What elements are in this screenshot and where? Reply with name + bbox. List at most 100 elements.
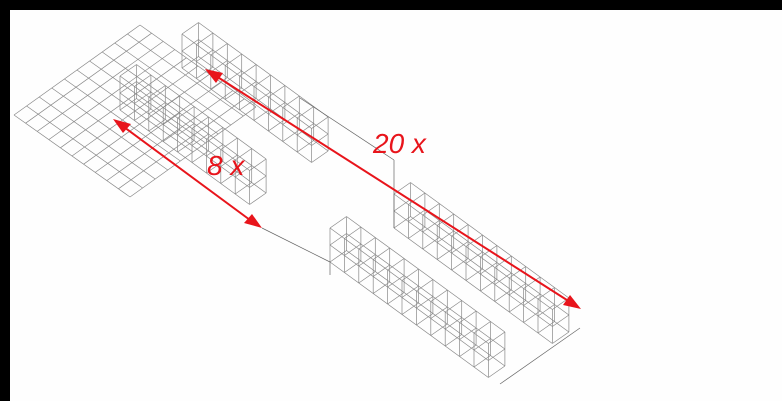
- rack-crossbar: [422, 203, 440, 216]
- rack-crossbar: [480, 279, 498, 292]
- rack-crossbar: [210, 60, 228, 73]
- rack-crossbar: [191, 133, 209, 146]
- rack-beam: [198, 22, 329, 118]
- rack-beam: [181, 67, 312, 163]
- rack-beam: [329, 244, 489, 361]
- rack-crossbar: [473, 338, 491, 351]
- rack-crossbar: [220, 137, 238, 150]
- rack-beam: [119, 75, 250, 171]
- rack-beam: [136, 64, 267, 160]
- rack-crossbar: [401, 268, 419, 281]
- rack-crossbar: [494, 289, 512, 302]
- rack-crossbar: [224, 70, 242, 83]
- rack-crossbar: [473, 321, 491, 334]
- rack-crossbar: [537, 287, 555, 300]
- rack-crossbar: [344, 243, 362, 256]
- rack-crossbar: [148, 85, 166, 98]
- rack-beam: [410, 182, 570, 299]
- rack-crossbar: [177, 123, 195, 136]
- rack-crossbar: [401, 285, 419, 298]
- rack-crossbar: [416, 313, 434, 326]
- rack-crossbar: [451, 241, 469, 254]
- rack-crossbar: [387, 258, 405, 271]
- rack-crossbar: [422, 237, 440, 250]
- floor-grid-line: [26, 105, 143, 189]
- rack-crossbar: [249, 158, 267, 171]
- rack-crossbar: [311, 133, 329, 146]
- rack-crossbar: [358, 237, 376, 250]
- rack-crossbar: [119, 64, 137, 77]
- rack-crossbar: [162, 129, 180, 142]
- rack-crossbar: [311, 150, 329, 163]
- floor-grid-line: [76, 69, 194, 153]
- rack-crossbar: [494, 272, 512, 285]
- rack-crossbar: [537, 321, 555, 334]
- rack-crossbar: [296, 106, 314, 119]
- rack-crossbar: [234, 182, 252, 195]
- rack-crossbar: [119, 81, 137, 94]
- rack-crossbar: [372, 264, 390, 277]
- rack-crossbar: [134, 74, 152, 87]
- rack-crossbar: [430, 323, 448, 336]
- rack-crossbar: [134, 91, 152, 104]
- floor-grid-line: [139, 24, 257, 108]
- rack-crossbar: [196, 49, 214, 62]
- rack-crossbar: [552, 314, 570, 327]
- rack-crossbar: [436, 247, 454, 260]
- rack-crossbar: [234, 165, 252, 178]
- rack-crossbar: [282, 95, 300, 108]
- rack-beam: [393, 210, 553, 327]
- rack-crossbar: [181, 56, 199, 69]
- rack-crossbar: [422, 220, 440, 233]
- floor-grid-line: [127, 33, 244, 117]
- rack-beam: [119, 92, 250, 188]
- short-arrow-head-start: [113, 119, 131, 133]
- rack-crossbar: [552, 331, 570, 344]
- long-arrow-head-start: [205, 69, 223, 83]
- rack-crossbar: [196, 66, 214, 79]
- floor-guide-line: [299, 97, 395, 161]
- rack-crossbar: [488, 365, 506, 378]
- rack-beam: [181, 50, 312, 146]
- rack-crossbar: [249, 192, 267, 205]
- rack-crossbar: [430, 306, 448, 319]
- rack-crossbar: [508, 283, 526, 296]
- rack-crossbar: [134, 108, 152, 121]
- rack-crossbar: [239, 81, 257, 94]
- rack-crossbar: [523, 293, 541, 306]
- rack-crossbar: [465, 251, 483, 264]
- rack-crossbar: [344, 226, 362, 239]
- floor-grid-line: [13, 114, 131, 198]
- floor-grid-line: [64, 78, 181, 162]
- rack-crossbar: [473, 355, 491, 368]
- rack-crossbar: [459, 310, 477, 323]
- floor-grid-line: [101, 51, 219, 135]
- rack-crossbar: [465, 268, 483, 281]
- floor-grid: [13, 24, 257, 198]
- rack-crossbar: [358, 254, 376, 267]
- rack-crossbar: [387, 292, 405, 305]
- rack-crossbar: [162, 95, 180, 108]
- rack-crossbar: [393, 199, 411, 212]
- rack-crossbar: [459, 327, 477, 340]
- rack-crossbar: [372, 281, 390, 294]
- rack-crossbar: [344, 260, 362, 273]
- rack-crossbar: [408, 226, 426, 239]
- rack-crossbar: [181, 22, 199, 35]
- rack-crossbar: [181, 39, 199, 52]
- rack-crossbar: [494, 255, 512, 268]
- rack-crossbar: [488, 331, 506, 344]
- rack-crossbar: [239, 64, 257, 77]
- rack-crossbar: [220, 154, 238, 167]
- long-dimension-arrow: [215, 75, 571, 303]
- short-dimension-arrow: [123, 126, 251, 221]
- rack-crossbar: [430, 289, 448, 302]
- rack-crossbar: [523, 276, 541, 289]
- rack-crossbar: [508, 266, 526, 279]
- rack-crossbar: [480, 262, 498, 275]
- rack-crossbar: [436, 213, 454, 226]
- rack-crossbar: [451, 258, 469, 271]
- rack-crossbar: [444, 334, 462, 347]
